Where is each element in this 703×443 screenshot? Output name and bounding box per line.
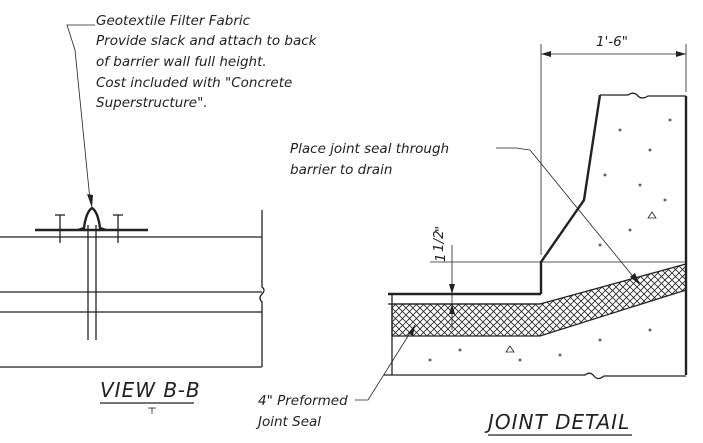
geotextile-note-line-2: Provide slack and attach to back [96, 33, 318, 49]
geotextile-note-line-3: of barrier wall full height. [96, 54, 267, 70]
depth-dimension-unit: " [433, 226, 449, 232]
view-title: VIEW B-B [100, 378, 201, 404]
preformed-joint-seal [391, 263, 687, 337]
preformed-seal-note-line-2: Joint Seal [255, 414, 321, 430]
joint-detail [355, 44, 688, 401]
view-b-b-title: VIEW B-B [100, 378, 201, 402]
view-b-b [0, 24, 265, 414]
geotextile-note-line-4: Cost included with "Concrete [96, 75, 292, 91]
width-dimension: 1'-6" [596, 34, 628, 50]
preformed-seal-note: 4" Preformed Joint Seal [255, 393, 348, 430]
geotextile-note-line-5: Superstructure". [96, 95, 208, 111]
preformed-seal-note-line-1: 4" Preformed [258, 393, 348, 409]
depth-dimension-fraction: 1/2 [431, 230, 447, 252]
joint-seal-drain-note-line-1: Place joint seal through [290, 141, 449, 157]
depth-dimension-whole: 1 [433, 253, 449, 262]
joint-detail-title: JOINT DETAIL [484, 410, 630, 434]
joint-seal-drain-note: Place joint seal through barrier to drai… [290, 141, 449, 178]
geotextile-note-line-1: Geotextile Filter Fabric [96, 13, 251, 29]
geotextile-note: Geotextile Filter Fabric Provide slack a… [96, 13, 318, 111]
joint-seal-drain-note-line-2: barrier to drain [290, 162, 392, 178]
detail-title: JOINT DETAIL [484, 410, 632, 436]
depth-dimension: 1 1/2 " [431, 226, 449, 262]
